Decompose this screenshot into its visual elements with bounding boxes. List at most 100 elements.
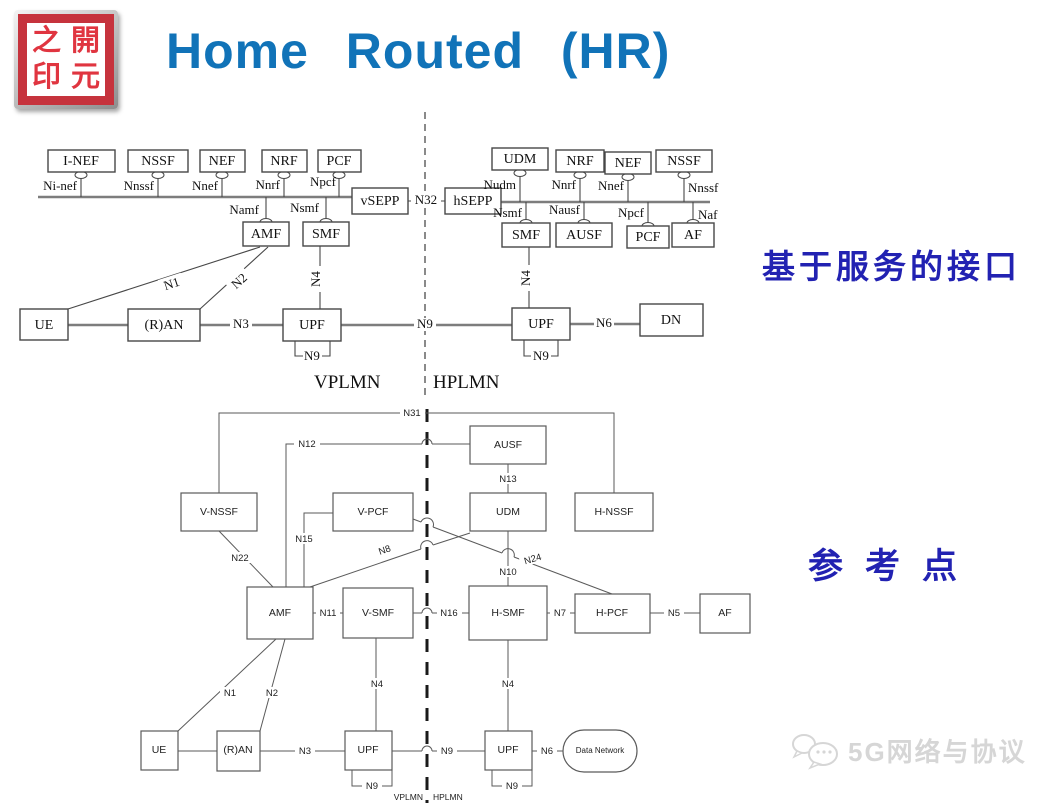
rp-node-af: AF <box>699 593 751 634</box>
sbi-ref-n4-v: N4 <box>308 271 323 287</box>
rp-node-dn: Data Network <box>562 729 638 773</box>
rp-node-vsmf-label: V-SMF <box>362 607 394 619</box>
rp-node-ue-label: UE <box>152 744 167 756</box>
wechat-bubbles-icon <box>792 734 838 770</box>
sbi-ref-n9-h: N9 <box>533 348 549 363</box>
sbi-node-hnrf: NRF <box>555 149 605 173</box>
sbi-node-ausf-label: AUSF <box>566 228 602 243</box>
sbi-node-inef: I-NEF <box>47 149 116 173</box>
rp-ref-labels: N31 N12 N13 N15 N22 N8 N24 N10 N11 N16 N… <box>220 408 684 792</box>
sbi-iface-nsmf-v: Nsmf <box>290 200 320 215</box>
sbi-node-nef-label: NEF <box>209 154 236 169</box>
sbi-node-vsepp: vSEPP <box>351 187 409 215</box>
sbi-node-vupf: UPF <box>282 308 342 342</box>
sbi-node-pcf: PCF <box>317 149 362 173</box>
sbi-iface-npcf-h: Npcf <box>618 205 645 220</box>
rp-node-ue: UE <box>140 730 179 771</box>
rp-node-vnssf: V-NSSF <box>180 492 258 532</box>
sbi-node-hnssf: NSSF <box>655 149 713 173</box>
rp-node-dn-label: Data Network <box>576 746 625 755</box>
sbi-hplmn-label: HPLMN <box>433 372 500 393</box>
rp-ref-n24: N24 <box>523 552 543 567</box>
rp-ref-n1: N1 <box>224 688 236 699</box>
sbi-node-hnrf-label: NRF <box>566 154 593 169</box>
annotation-service-based: 基于服务的接口 <box>762 250 1021 286</box>
sbi-node-af-label: AF <box>684 228 702 243</box>
sbi-node-vupf-label: UPF <box>299 318 325 333</box>
sbi-ref-n9-mid: N9 <box>417 316 433 331</box>
sbi-node-inef-label: I-NEF <box>63 154 99 169</box>
rp-node-udm: UDM <box>469 492 547 532</box>
sbi-iface-nnrf: Nnrf <box>255 177 280 192</box>
rp-node-hnssf-label: H-NSSF <box>594 506 633 518</box>
rp-node-ran-label: (R)AN <box>223 744 252 756</box>
rp-vplmn-label: VPLMN <box>394 792 423 802</box>
rp-node-hupf-label: UPF <box>498 744 519 756</box>
seal-logo: 之 開 印 元 <box>14 10 118 109</box>
sbi-node-dn-label: DN <box>661 313 681 328</box>
rp-node-vupf: UPF <box>344 730 393 771</box>
rp-hplmn-label: HPLMN <box>433 792 463 802</box>
rp-ref-n10: N10 <box>499 567 516 578</box>
sbi-node-nssf: NSSF <box>127 149 189 173</box>
sbi-node-vsepp-label: vSEPP <box>361 194 400 209</box>
rp-node-vnssf-label: V-NSSF <box>200 506 238 518</box>
rp-diagram: AUSF V-NSSF V-PCF UDM H-NSSF AMF V-SMF H… <box>140 408 751 803</box>
rp-ref-n12: N12 <box>298 439 315 450</box>
rp-node-hsmf: H-SMF <box>468 585 548 641</box>
seal-char-1: 之 <box>31 24 61 57</box>
rp-ref-n11: N11 <box>320 608 337 619</box>
rp-ref-n9-loop-v: N9 <box>366 781 378 792</box>
watermark-text: 5G网络与协议 <box>848 736 1027 767</box>
sbi-node-ran-label: (R)AN <box>145 318 184 333</box>
sbi-iface-nnssf: Nnssf <box>124 178 155 193</box>
rp-node-udm-label: UDM <box>496 506 520 518</box>
seal-characters: 之 開 印 元 <box>27 23 105 96</box>
sbi-node-ausf: AUSF <box>555 222 613 248</box>
rp-ref-n15: N15 <box>295 534 312 545</box>
annotation-reference-point: 参考点 <box>808 547 980 586</box>
sbi-node-ue: UE <box>19 308 69 341</box>
rp-node-hpcf: H-PCF <box>574 593 651 634</box>
rp-ref-n5: N5 <box>668 608 680 619</box>
rp-node-vpcf: V-PCF <box>332 492 414 532</box>
sbi-node-hsepp-label: hSEPP <box>454 194 493 209</box>
sbi-iface-naf: Naf <box>698 207 718 222</box>
rp-ref-n3: N3 <box>299 746 311 757</box>
sbi-ref-n6: N6 <box>596 315 612 330</box>
sbi-node-hnssf-label: NSSF <box>667 154 701 169</box>
sbi-iface-nnef-h: Nnef <box>598 178 625 193</box>
sbi-node-nssf-label: NSSF <box>141 154 175 169</box>
sbi-nodes: I-NEF NSSF NEF NRF PCF vSEPP hSEPP UDM N… <box>19 147 715 342</box>
seal-char-2: 開 <box>70 24 100 57</box>
sbi-node-vsmf: SMF <box>302 221 350 247</box>
rp-node-amf: AMF <box>246 586 314 640</box>
sbi-iface-nudm: Nudm <box>484 177 517 192</box>
seal-char-3: 印 <box>31 61 61 94</box>
rp-ref-n8: N8 <box>377 543 392 557</box>
sbi-node-hpcf: PCF <box>626 225 670 249</box>
sbi-node-hsmf-label: SMF <box>512 228 540 243</box>
sbi-node-ran: (R)AN <box>127 308 201 342</box>
rp-node-ran: (R)AN <box>216 730 261 772</box>
sbi-ref-labels: N32 N1 N2 N3 N4 N4 N9 N6 N9 N9 <box>157 192 614 363</box>
sbi-node-hupf: UPF <box>511 307 571 341</box>
sbi-node-nrf-label: NRF <box>270 154 297 169</box>
rp-ref-n6: N6 <box>541 746 553 757</box>
page-title: Home Routed (HR) <box>166 23 671 79</box>
rp-node-ausf: AUSF <box>469 425 547 465</box>
sbi-node-udm: UDM <box>491 147 549 171</box>
seal-red-border: 之 開 印 元 <box>18 14 114 105</box>
sbi-node-nef: NEF <box>199 149 246 173</box>
sbi-node-hupf-label: UPF <box>528 317 554 332</box>
sbi-node-nrf: NRF <box>261 149 308 173</box>
sbi-node-hsepp: hSEPP <box>444 187 502 215</box>
rp-ref-n9-mid: N9 <box>441 746 453 757</box>
sbi-ref-n32: N32 <box>415 192 437 207</box>
sbi-node-udm-label: UDM <box>504 152 537 167</box>
sbi-iface-nnef: Nnef <box>192 178 219 193</box>
sbi-iface-nausf: Nausf <box>549 202 581 217</box>
sbi-ref-n4-h: N4 <box>518 270 533 286</box>
sbi-node-amf-label: AMF <box>251 227 282 242</box>
